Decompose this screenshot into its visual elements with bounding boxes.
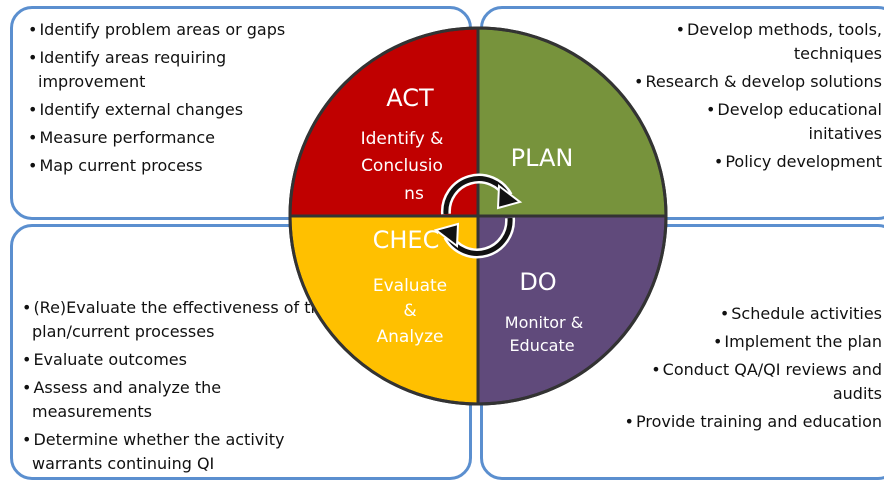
list-item: •Develop educational initatives bbox=[632, 98, 882, 146]
list-item: Identify external changes bbox=[28, 98, 328, 122]
list-item-text: Conduct QA/QI reviews and audits bbox=[662, 360, 882, 403]
plan-activities-list: •Develop methods, tools, techniques •Res… bbox=[632, 18, 882, 178]
list-item-text: Develop educational initatives bbox=[717, 100, 882, 143]
check-title: CHEC bbox=[373, 226, 440, 254]
list-item-text: Provide training and education bbox=[635, 412, 882, 431]
list-item: (Re)Evaluate the effectiveness of the pl… bbox=[22, 296, 332, 344]
act-subtitle-line2: Conclusio bbox=[361, 156, 443, 176]
act-subtitle-line3: ns bbox=[404, 184, 424, 204]
list-item: Assess and analyze the measurements bbox=[22, 376, 332, 424]
act-title: ACT bbox=[386, 84, 434, 112]
do-subtitle-line2: Educate bbox=[509, 336, 574, 355]
list-item: •Conduct QA/QI reviews and audits bbox=[602, 358, 882, 406]
list-item: •Policy development bbox=[632, 150, 882, 174]
bullet-icon: • bbox=[705, 100, 716, 119]
cycle-outline bbox=[288, 26, 668, 406]
check-subtitle-line1: Evaluate bbox=[373, 276, 447, 296]
list-item-text: Schedule activities bbox=[731, 304, 882, 323]
pdca-cycle-diagram: ACT Identify & Conclusio ns PLAN CHEC Ev… bbox=[288, 26, 668, 406]
list-item: •Schedule activities bbox=[602, 302, 882, 326]
list-item: Determine whether the activity warrants … bbox=[22, 428, 332, 476]
list-item: •Research & develop solutions bbox=[632, 70, 882, 94]
list-item: •Implement the plan bbox=[602, 330, 882, 354]
check-subtitle-line2: & bbox=[403, 301, 416, 321]
do-subtitle-line1: Monitor & bbox=[505, 313, 583, 332]
list-item-text: Develop methods, tools, techniques bbox=[687, 20, 882, 63]
list-item: Identify areas requiring improvement bbox=[28, 46, 328, 94]
list-item: Evaluate outcomes bbox=[22, 348, 332, 372]
list-item: •Provide training and education bbox=[602, 410, 882, 434]
bullet-icon: • bbox=[719, 304, 730, 323]
cycle-arrows-icon bbox=[433, 173, 523, 259]
list-item: Map current process bbox=[28, 154, 328, 178]
bullet-icon: • bbox=[712, 332, 723, 351]
list-item-text: Implement the plan bbox=[724, 332, 882, 351]
list-item: •Develop methods, tools, techniques bbox=[632, 18, 882, 66]
list-item-text: Research & develop solutions bbox=[645, 72, 882, 91]
bullet-icon: • bbox=[675, 20, 686, 39]
plan-title: PLAN bbox=[511, 144, 574, 172]
do-activities-list: •Schedule activities •Implement the plan… bbox=[602, 302, 882, 438]
list-item: Measure performance bbox=[28, 126, 328, 150]
do-title: DO bbox=[519, 268, 556, 296]
check-subtitle-line3: Analyze bbox=[377, 327, 444, 347]
list-item: Identify problem areas or gaps bbox=[28, 18, 328, 42]
bullet-icon: • bbox=[624, 412, 634, 431]
list-item-text: Policy development bbox=[725, 152, 882, 171]
bullet-icon: • bbox=[634, 72, 644, 91]
act-subtitle-line1: Identify & bbox=[361, 129, 444, 149]
bullet-icon: • bbox=[651, 360, 661, 379]
act-activities-list: Identify problem areas or gaps Identify … bbox=[28, 18, 328, 182]
check-activities-list: (Re)Evaluate the effectiveness of the pl… bbox=[22, 296, 332, 480]
bullet-icon: • bbox=[713, 152, 724, 171]
